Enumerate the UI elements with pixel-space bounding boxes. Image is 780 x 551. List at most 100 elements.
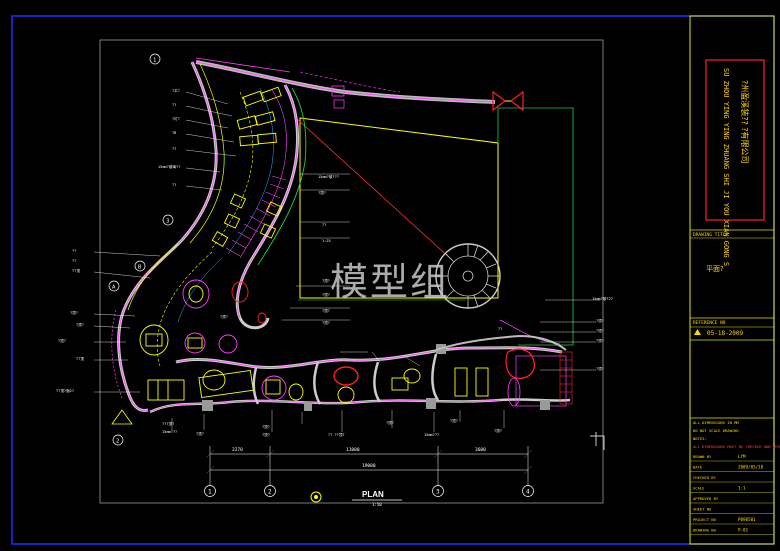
- company-name-en: SU ZHOU YING YING ZHUANG SHI JI YOU XIAN…: [722, 68, 730, 266]
- grid-bubble: [522, 485, 534, 497]
- left-label: ?平?: [172, 89, 180, 93]
- bottom-label: ?? ??顶?: [328, 432, 345, 437]
- axis-bubble: [149, 53, 161, 65]
- bottom-label: ?顶?: [196, 431, 204, 436]
- grid-bubble: [264, 485, 276, 497]
- grid-bubble: [204, 485, 216, 497]
- entrance-door-left: [492, 90, 506, 112]
- bottom-label: ???顶?: [162, 421, 174, 426]
- title-row-label: DRAWING NO: [693, 528, 717, 533]
- right-label: ?顶?: [596, 338, 604, 343]
- center-label: 15mm?玻???: [318, 174, 339, 179]
- left-label: ?B: [172, 131, 176, 135]
- grid-bubble-label: 1: [208, 489, 212, 496]
- dimension-chain: [205, 446, 533, 486]
- bottom-label: ?顶?: [450, 418, 458, 423]
- plan-frame: [99, 39, 604, 504]
- axis-bubble-label: 1: [153, 58, 156, 64]
- right-label: ?顶?: [596, 366, 604, 371]
- title-row-value: 2009/05/18: [738, 465, 764, 470]
- left-label: ??: [172, 147, 176, 151]
- left-label: T?顶: [76, 356, 84, 361]
- booth-seating: [211, 86, 283, 247]
- title-note: ALL DIMENSIONS MUST BE CHECKED AND VERIF…: [693, 444, 780, 449]
- rooms: [147, 366, 489, 404]
- title-row-label: PROJECT NO: [693, 517, 717, 522]
- title-row-value: 1:1: [738, 486, 746, 491]
- center-label: 1:25: [322, 239, 331, 243]
- title-row-value: P090501: [738, 517, 756, 522]
- axis-bubble: [134, 260, 146, 272]
- title-row-label: SHEET NO: [693, 507, 712, 512]
- center-label: ?顶?: [322, 292, 330, 297]
- plan-scale-text: 1:50: [372, 502, 382, 507]
- left-label: T?顶?面27: [56, 388, 74, 393]
- left-label: ?顶?: [58, 338, 66, 343]
- left-label: 15mm?玻璃??: [158, 164, 180, 169]
- revision-triangle-icon: [694, 329, 701, 335]
- left-label: ??: [172, 103, 176, 107]
- grid-bubble-label: 4: [526, 489, 530, 496]
- axis-bubble: [112, 434, 124, 446]
- company-stamp-box: [705, 59, 765, 221]
- spiral-staircase: [435, 243, 501, 309]
- annotation-labels: ?平????灯??B??15mm?玻璃????????T?顶?顶??顶??顶?T…: [56, 89, 613, 437]
- axis-bubble-label: 2: [116, 439, 119, 445]
- grid-bubble-label: 3: [436, 489, 440, 496]
- watermark-text: 模型组: [330, 260, 451, 304]
- bottom-label: ?顶?: [494, 428, 502, 433]
- right-label: 15mm?玻?27: [592, 296, 613, 301]
- center-label: ?顶?: [220, 314, 228, 319]
- right-label: ??: [498, 327, 502, 331]
- dimension-texts: 2270 11000 3600 19000: [232, 447, 486, 469]
- center-label: ?顶?: [322, 278, 330, 283]
- bottom-label: ?顶?: [262, 432, 270, 437]
- axis-bubble-label: B: [138, 265, 142, 271]
- axis-bubble-label: 3: [166, 219, 169, 225]
- plan-title: PLAN 1:50: [310, 490, 402, 507]
- left-label: ??: [172, 183, 176, 187]
- title-note: DO NOT SCALE DRAWING: [693, 428, 739, 433]
- center-label: ?顶?: [322, 320, 330, 325]
- reference-label: REFERENCE NO: [693, 320, 726, 326]
- title-row-value: LYM: [738, 454, 746, 459]
- right-end-rooms: [505, 348, 573, 407]
- left-label: ??: [72, 259, 76, 263]
- axis-bubble: [108, 280, 120, 292]
- dimension-segment: 3600: [475, 447, 486, 453]
- title-row-label: DATE: [693, 465, 703, 470]
- title-row-label: SCALE: [693, 486, 705, 491]
- round-tables: [139, 279, 267, 356]
- left-label: T?顶: [72, 268, 80, 273]
- drawing-title: 平面?: [706, 265, 724, 273]
- drawing-title-label: DRAWING TITLE: [693, 232, 729, 238]
- grid-bubble: [432, 485, 444, 497]
- drawing-date: 05-18-2009: [707, 330, 744, 337]
- entrance-door-right: [510, 90, 524, 112]
- title-block: SU ZHOU YING YING ZHUANG SHI JI YOU XIAN…: [689, 15, 780, 545]
- title-row-label: DRAWN BY: [693, 454, 712, 459]
- plan-title-text: PLAN: [362, 490, 384, 499]
- dimension-total: 19000: [362, 463, 376, 469]
- left-label: ?顶?: [76, 322, 84, 327]
- center-label: ?顶?: [318, 190, 326, 195]
- company-name-cn: ?州盈溪装?? ?有限公司: [740, 80, 750, 164]
- left-label: ?顶?: [70, 310, 78, 315]
- bottom-label: 15mm???: [162, 430, 177, 434]
- dimension-segment: 11000: [346, 447, 360, 453]
- leader-lines: [93, 91, 600, 432]
- bottom-label: 15mm???: [424, 433, 439, 437]
- curved-steps: [225, 175, 287, 257]
- right-label: ?顶?: [596, 318, 604, 323]
- right-label: ?顶?: [596, 328, 604, 333]
- title-row-value: P-01: [738, 528, 749, 533]
- center-label: ??: [322, 223, 326, 227]
- dimension-segment: 2270: [232, 447, 243, 453]
- left-label: ??: [72, 249, 76, 253]
